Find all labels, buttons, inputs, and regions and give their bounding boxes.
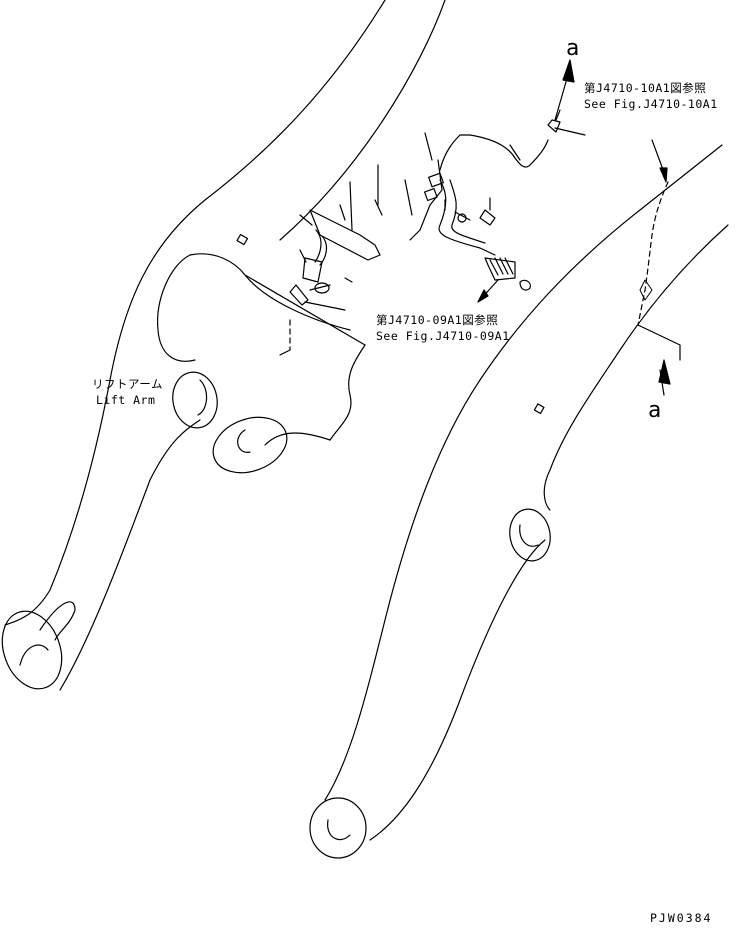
arrow-label-a-right: a: [648, 398, 662, 423]
lift-arm-label-jp: リフトアーム: [92, 377, 163, 391]
piping-assembly: [289, 109, 586, 311]
lift-arm-label-en: Lift Arm: [96, 393, 156, 407]
reference-leaders: [477, 139, 668, 303]
center-housing: [157, 233, 366, 474]
dashed-hose-route: [637, 181, 681, 396]
ref-mid-en: See Fig.J4710-09A1: [376, 329, 510, 343]
left-lift-arm: [1, 0, 446, 691]
drawing-code: PJW0384: [650, 911, 713, 925]
arrow-label-a-top: a: [566, 36, 580, 61]
arrow-a-top: [554, 59, 575, 121]
ref-top-jp: 第J4710-10A1図参照: [584, 81, 707, 95]
right-lift-arm: [309, 144, 729, 859]
ref-top-en: See Fig.J4710-10A1: [584, 97, 718, 111]
ref-mid-jp: 第J4710-09A1図参照: [376, 313, 499, 327]
